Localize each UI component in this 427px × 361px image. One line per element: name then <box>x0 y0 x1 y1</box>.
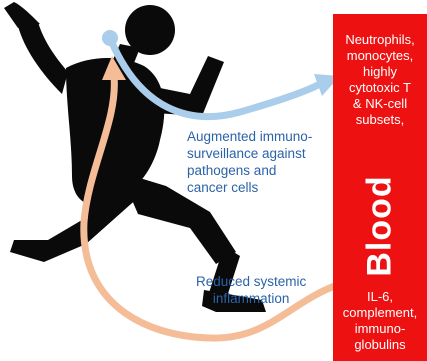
immunosurveillance-caption: Augmented immuno- surveillance against p… <box>187 128 312 196</box>
blood-cells-text: Neutrophils, monocytes, highly cytotoxic… <box>333 32 427 128</box>
inflammation-caption: Reduced systemic inflammation <box>196 273 306 307</box>
blood-factors-text: IL-6, complement, immuno- globulins <box>333 289 427 353</box>
blood-panel: Neutrophils, monocytes, highly cytotoxic… <box>333 14 427 361</box>
blood-label: Blood <box>361 175 400 276</box>
